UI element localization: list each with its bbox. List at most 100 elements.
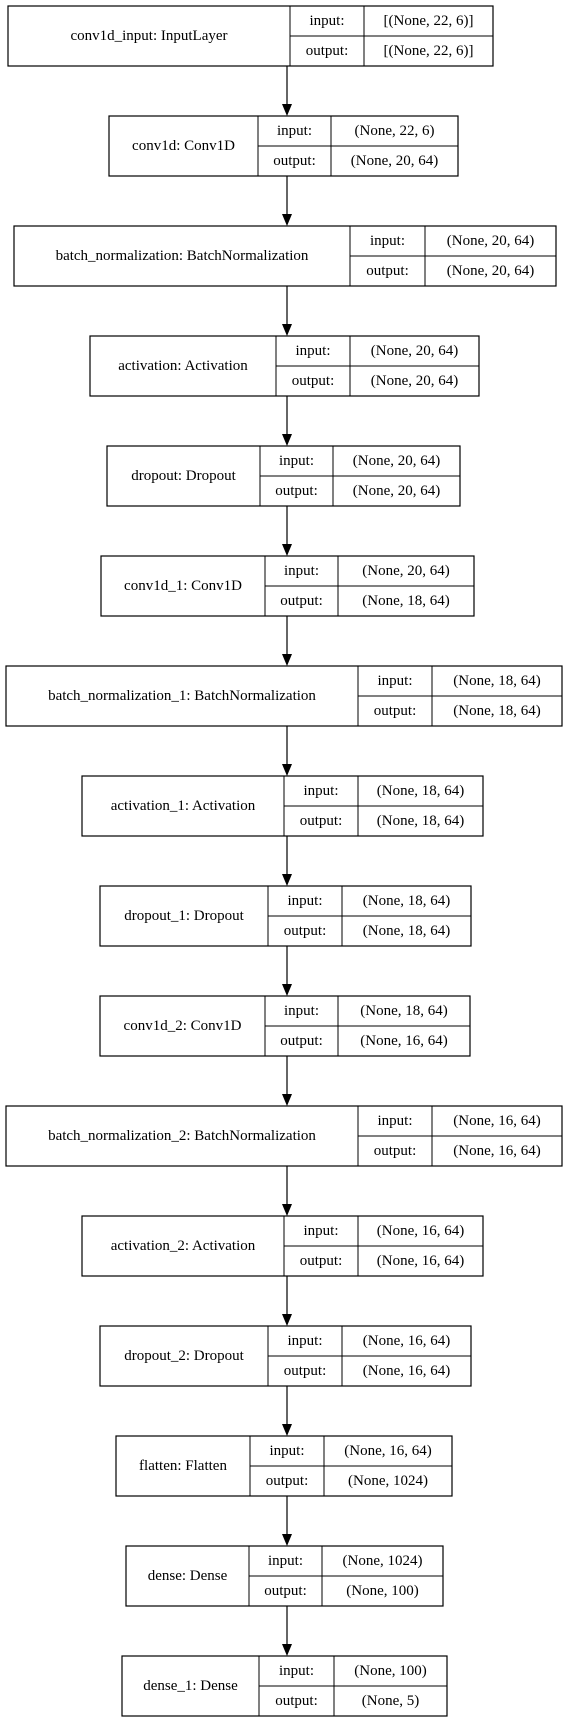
arrow-head [282, 654, 292, 666]
output-shape: [(None, 22, 6)] [384, 43, 474, 59]
input-shape: (None, 18, 64) [377, 783, 464, 799]
input-shape: (None, 20, 64) [371, 343, 458, 359]
layer-name: dense: Dense [148, 1568, 228, 1584]
output-shape: (None, 20, 64) [351, 153, 438, 169]
output-shape: (None, 16, 64) [377, 1253, 464, 1269]
input-shape: (None, 16, 64) [363, 1333, 450, 1349]
output-shape: (None, 18, 64) [362, 593, 449, 609]
input-shape: (None, 16, 64) [377, 1223, 464, 1239]
output-label: output: [300, 1253, 343, 1269]
arrow-head [282, 984, 292, 996]
arrow-head [282, 1644, 292, 1656]
arrow-head [282, 874, 292, 886]
output-label: output: [275, 483, 318, 499]
input-shape: (None, 20, 64) [447, 233, 534, 249]
input-shape: (None, 18, 64) [360, 1003, 447, 1019]
input-label: input: [295, 343, 330, 359]
input-label: input: [377, 1113, 412, 1129]
layer-name: activation_1: Activation [111, 798, 256, 814]
layer-node: activation: Activation input: output: (None… [89, 335, 480, 397]
input-label: input: [284, 563, 319, 579]
arrow-head [282, 1314, 292, 1326]
arrow-head [282, 1424, 292, 1436]
arrow-head [282, 1094, 292, 1106]
output-label: output: [266, 1473, 309, 1489]
layer-name: dense_1: Dense [143, 1678, 238, 1694]
layer-node: batch_normalization: BatchNormalizationi… [13, 225, 557, 287]
output-shape: (None, 16, 64) [363, 1363, 450, 1379]
input-shape: (None, 16, 64) [344, 1443, 431, 1459]
arrow-head [282, 214, 292, 226]
arrow-head [282, 1534, 292, 1546]
layer-node: batch_normalization_2: BatchNormalizatio… [5, 1105, 563, 1167]
input-label: input: [277, 123, 312, 139]
input-label: input: [268, 1553, 303, 1569]
layer-name: dropout: Dropout [131, 468, 236, 484]
layer-name: activation_2: Activation [111, 1238, 256, 1254]
output-label: output: [374, 703, 417, 719]
input-shape: (None, 20, 64) [362, 563, 449, 579]
layer-node: conv1d_1: Conv1D input: output: (None, 20, … [100, 555, 475, 617]
layer-name: conv1d_input: InputLayer [70, 28, 227, 44]
input-label: input: [287, 893, 322, 909]
output-label: output: [264, 1583, 307, 1599]
input-label: input: [279, 1663, 314, 1679]
output-shape: (None, 20, 64) [447, 263, 534, 279]
input-shape: (None, 22, 6) [355, 123, 435, 139]
input-shape: (None, 18, 64) [363, 893, 450, 909]
output-shape: (None, 20, 64) [371, 373, 458, 389]
output-shape: (None, 20, 64) [353, 483, 440, 499]
output-shape: (None, 18, 64) [377, 813, 464, 829]
input-shape: (None, 1024) [343, 1553, 423, 1569]
layer-node: activation_2: Activation input: output: (No… [81, 1215, 484, 1277]
input-shape: (None, 20, 64) [353, 453, 440, 469]
input-label: input: [279, 453, 314, 469]
output-label: output: [280, 1033, 323, 1049]
layer-node: activation_1: Activation input: output: (No… [81, 775, 484, 837]
input-label: input: [284, 1003, 319, 1019]
layer-name: flatten: Flatten [139, 1458, 227, 1474]
output-shape: (None, 16, 64) [453, 1143, 540, 1159]
output-label: output: [300, 813, 343, 829]
output-label: output: [366, 263, 409, 279]
arrow-head [282, 104, 292, 116]
layer-node: flatten: Flatten input: output: (None, 16, … [115, 1435, 453, 1497]
arrow-head [282, 764, 292, 776]
layer-node: dense: Dense input: output: (None, 1024) (No… [125, 1545, 444, 1607]
output-shape: (None, 100) [346, 1583, 418, 1599]
layer-name: batch_normalization_2: BatchNormalizatio… [48, 1128, 316, 1144]
input-label: input: [303, 1223, 338, 1239]
layer-name: conv1d_1: Conv1D [124, 578, 242, 594]
input-shape: (None, 18, 64) [453, 673, 540, 689]
output-shape: (None, 1024) [348, 1473, 428, 1489]
output-label: output: [292, 373, 335, 389]
input-label: input: [377, 673, 412, 689]
input-label: input: [309, 13, 344, 29]
layer-name: conv1d: Conv1D [132, 138, 235, 154]
layer-node: conv1d_input: InputLayer input: output: [(N… [7, 5, 494, 67]
input-label: input: [303, 783, 338, 799]
output-shape: (None, 18, 64) [453, 703, 540, 719]
input-shape: (None, 16, 64) [453, 1113, 540, 1129]
arrow-head [282, 1204, 292, 1216]
arrow-head [282, 324, 292, 336]
layer-name: conv1d_2: Conv1D [124, 1018, 242, 1034]
output-label: output: [306, 43, 349, 59]
layer-node: dropout: Dropout input: output: (None, 20, … [106, 445, 461, 507]
layer-name: activation: Activation [118, 358, 248, 374]
output-shape: (None, 16, 64) [360, 1033, 447, 1049]
input-label: input: [269, 1443, 304, 1459]
input-shape: (None, 100) [354, 1663, 426, 1679]
input-label: input: [287, 1333, 322, 1349]
arrow-head [282, 544, 292, 556]
input-shape: [(None, 22, 6)] [384, 13, 474, 29]
layer-name: batch_normalization: BatchNormalization [56, 248, 309, 264]
layer-node: conv1d_2: Conv1D input: output: (None, 18, … [99, 995, 471, 1057]
output-label: output: [284, 923, 327, 939]
output-label: output: [280, 593, 323, 609]
output-label: output: [374, 1143, 417, 1159]
